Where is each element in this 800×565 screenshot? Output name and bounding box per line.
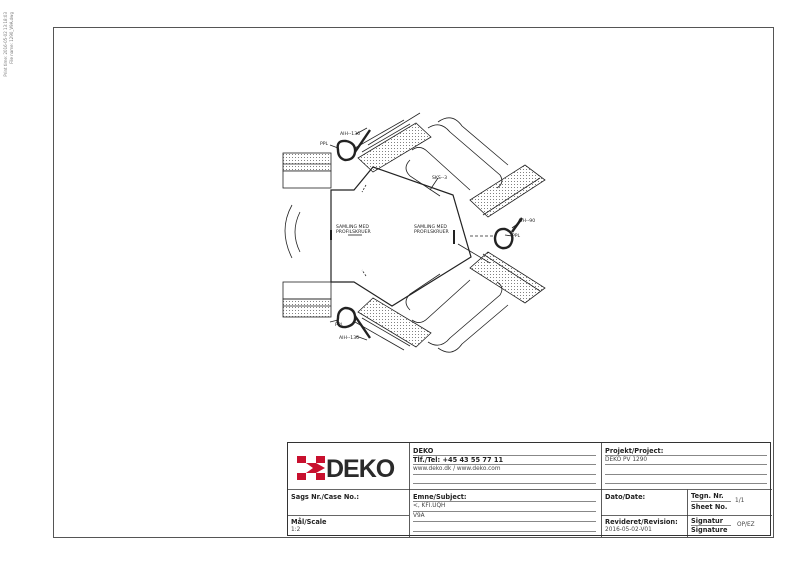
sheet-label-2: Sheet No. (691, 503, 728, 511)
subject-value-2: V9A (413, 513, 425, 519)
label-samling-left-2: PROFILSKRUER (336, 229, 372, 235)
label-aih-136-bottom: AIH--136 (339, 335, 359, 341)
company-phone: Tlf./Tel: +45 43 55 77 11 (413, 456, 504, 464)
company-web[interactable]: www.deko.dk / www.deko.com (413, 466, 501, 472)
revision-value: 2016-05-02-V01 (605, 527, 652, 533)
signature-label-2: Signature (691, 526, 728, 534)
drawing-sheet (53, 27, 774, 538)
label-ppl-bottom: PPL (335, 322, 344, 328)
signature-label-1: Signatur (691, 517, 723, 525)
subject-cell: Emne/Subject: <, KFI.UQH V9A (410, 490, 601, 537)
label-aih-90: AIH--90 (518, 218, 535, 224)
case-cell: Sags Nr./Case No.: (288, 490, 409, 515)
scale-value: 1:2 (291, 527, 301, 533)
sheet-value: 1/1 (735, 498, 745, 504)
label-ppl-right: PPL (512, 233, 521, 239)
revision-cell: Revideret/Revision: 2016-05-02-V01 (602, 516, 687, 537)
company-name: DEKO (413, 447, 434, 455)
company-cell: DEKO Tlf./Tel: +45 43 55 77 11 www.deko.… (410, 443, 601, 489)
label-ppl-top: PPL (320, 141, 329, 147)
case-label: Sags Nr./Case No.: (291, 493, 360, 501)
deko-logo-icon (297, 456, 325, 480)
project-value: DEKO PV 1290 (605, 457, 648, 463)
signature-value: OP/EZ (737, 522, 755, 528)
subject-label: Emne/Subject: (413, 493, 467, 501)
project-cell: Projekt/Project: DEKO PV 1290 (602, 443, 772, 489)
project-label: Projekt/Project: (605, 447, 664, 455)
label-samling-center-2: PROFILSKRUER (414, 229, 450, 235)
sheet-label-1: Tegn. Nr. (691, 492, 724, 500)
sheet-cell: Tegn. Nr. Sheet No. 1/1 (688, 490, 772, 515)
subject-value: <, KFI.UQH (413, 503, 446, 509)
date-label: Dato/Date: (605, 493, 646, 501)
signature-cell: Signatur Signature OP/EZ (688, 516, 772, 537)
logo-wordmark: DEKO (326, 455, 395, 483)
scale-label: Mål/Scale (291, 518, 327, 526)
label-aih-136-top: AIH--136 (340, 131, 360, 137)
logo-cell: DEKO (288, 443, 409, 489)
scale-cell: Mål/Scale 1:2 (288, 516, 409, 537)
title-block-grid (288, 443, 772, 537)
label-sks-3: SKS--3 (432, 175, 447, 181)
profile-geometry (282, 112, 546, 353)
revision-label: Revideret/Revision: (605, 518, 678, 526)
label-samling-center-1: SAMLING MED (414, 224, 447, 230)
date-cell: Dato/Date: (602, 490, 687, 515)
drawing-annotations: AIH--136 PPL SKS--3 SAMLING MED PROFILSK… (320, 131, 535, 341)
title-block: DEKO DEKO Tlf./Tel: +45 43 55 77 11 www.… (287, 442, 772, 537)
label-samling-left-1: SAMLING MED (336, 224, 369, 230)
